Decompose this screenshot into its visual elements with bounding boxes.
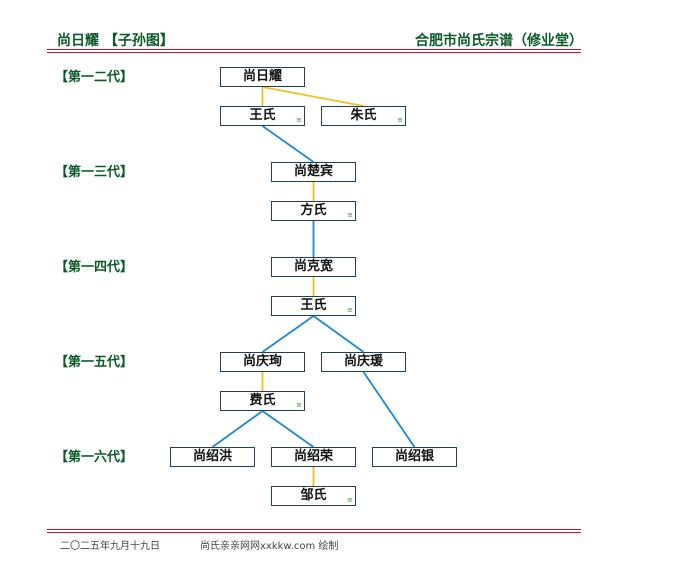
chart-title: 尚日耀 【子孙图】: [57, 33, 174, 49]
person-node[interactable]: 方氏 ≡: [271, 201, 356, 221]
header-rule-top: [47, 49, 581, 50]
child-connector: [312, 315, 365, 353]
person-node[interactable]: 尚日耀: [220, 67, 305, 87]
person-name: 尚绍洪: [192, 449, 232, 464]
footer-rule-top: [47, 529, 581, 530]
child-connector: [362, 371, 416, 448]
child-connector: [261, 125, 315, 163]
person-node[interactable]: 尚庆瑗: [321, 352, 406, 372]
person-name: 尚庆珣: [242, 354, 282, 369]
person-node[interactable]: 王氏 ≡: [271, 296, 356, 316]
person-name: 尚日耀: [242, 69, 282, 84]
spouse-mark-icon: ≡: [347, 496, 353, 504]
spouse-mark-icon: ≡: [296, 116, 302, 124]
person-node[interactable]: 邹氏 ≡: [271, 486, 356, 506]
person-name: 费氏: [249, 393, 276, 408]
generation-label: 【第一四代】: [55, 260, 134, 275]
child-connector: [261, 315, 315, 353]
person-name: 尚楚宾: [293, 164, 333, 179]
person-node[interactable]: 尚庆珣: [220, 352, 305, 372]
child-connector: [211, 410, 264, 448]
footer-credit: 尚氏亲亲网网xxkkw.com 绘制: [200, 541, 339, 552]
person-name: 尚绍银: [394, 449, 434, 464]
generation-label: 【第一六代】: [55, 450, 134, 465]
person-node[interactable]: 尚绍荣: [271, 447, 356, 467]
person-name: 方氏: [300, 203, 327, 218]
footer-rule-bottom: [47, 532, 581, 533]
person-name: 尚庆瑗: [343, 354, 383, 369]
person-node[interactable]: 王氏 ≡: [220, 106, 305, 126]
person-name: 王氏: [249, 108, 276, 123]
person-name: 尚绍荣: [293, 449, 333, 464]
spouse-mark-icon: ≡: [397, 116, 403, 124]
spouse-connector: [262, 86, 364, 107]
person-name: 朱氏: [350, 108, 377, 123]
generation-label: 【第一二代】: [55, 70, 134, 85]
person-name: 王氏: [300, 298, 327, 313]
genealogy-title: 合肥市尚氏宗谱（修业堂）: [415, 33, 583, 49]
spouse-mark-icon: ≡: [296, 401, 302, 409]
person-node[interactable]: 费氏 ≡: [220, 391, 305, 411]
generation-label: 【第一五代】: [55, 355, 134, 370]
person-name: 尚克宽: [293, 259, 333, 274]
person-node[interactable]: 尚克宽: [271, 257, 356, 277]
spouse-mark-icon: ≡: [347, 306, 353, 314]
spouse-mark-icon: ≡: [347, 211, 353, 219]
person-node[interactable]: 尚绍洪: [170, 447, 255, 467]
child-connector: [261, 410, 315, 448]
person-node[interactable]: 朱氏 ≡: [321, 106, 406, 126]
header-rule-bottom: [47, 52, 581, 53]
person-name: 邹氏: [300, 488, 327, 503]
person-node[interactable]: 尚楚宾: [271, 162, 356, 182]
footer-date: 二〇二五年九月十九日: [60, 541, 160, 552]
person-node[interactable]: 尚绍银: [372, 447, 457, 467]
generation-label: 【第一三代】: [55, 165, 134, 180]
